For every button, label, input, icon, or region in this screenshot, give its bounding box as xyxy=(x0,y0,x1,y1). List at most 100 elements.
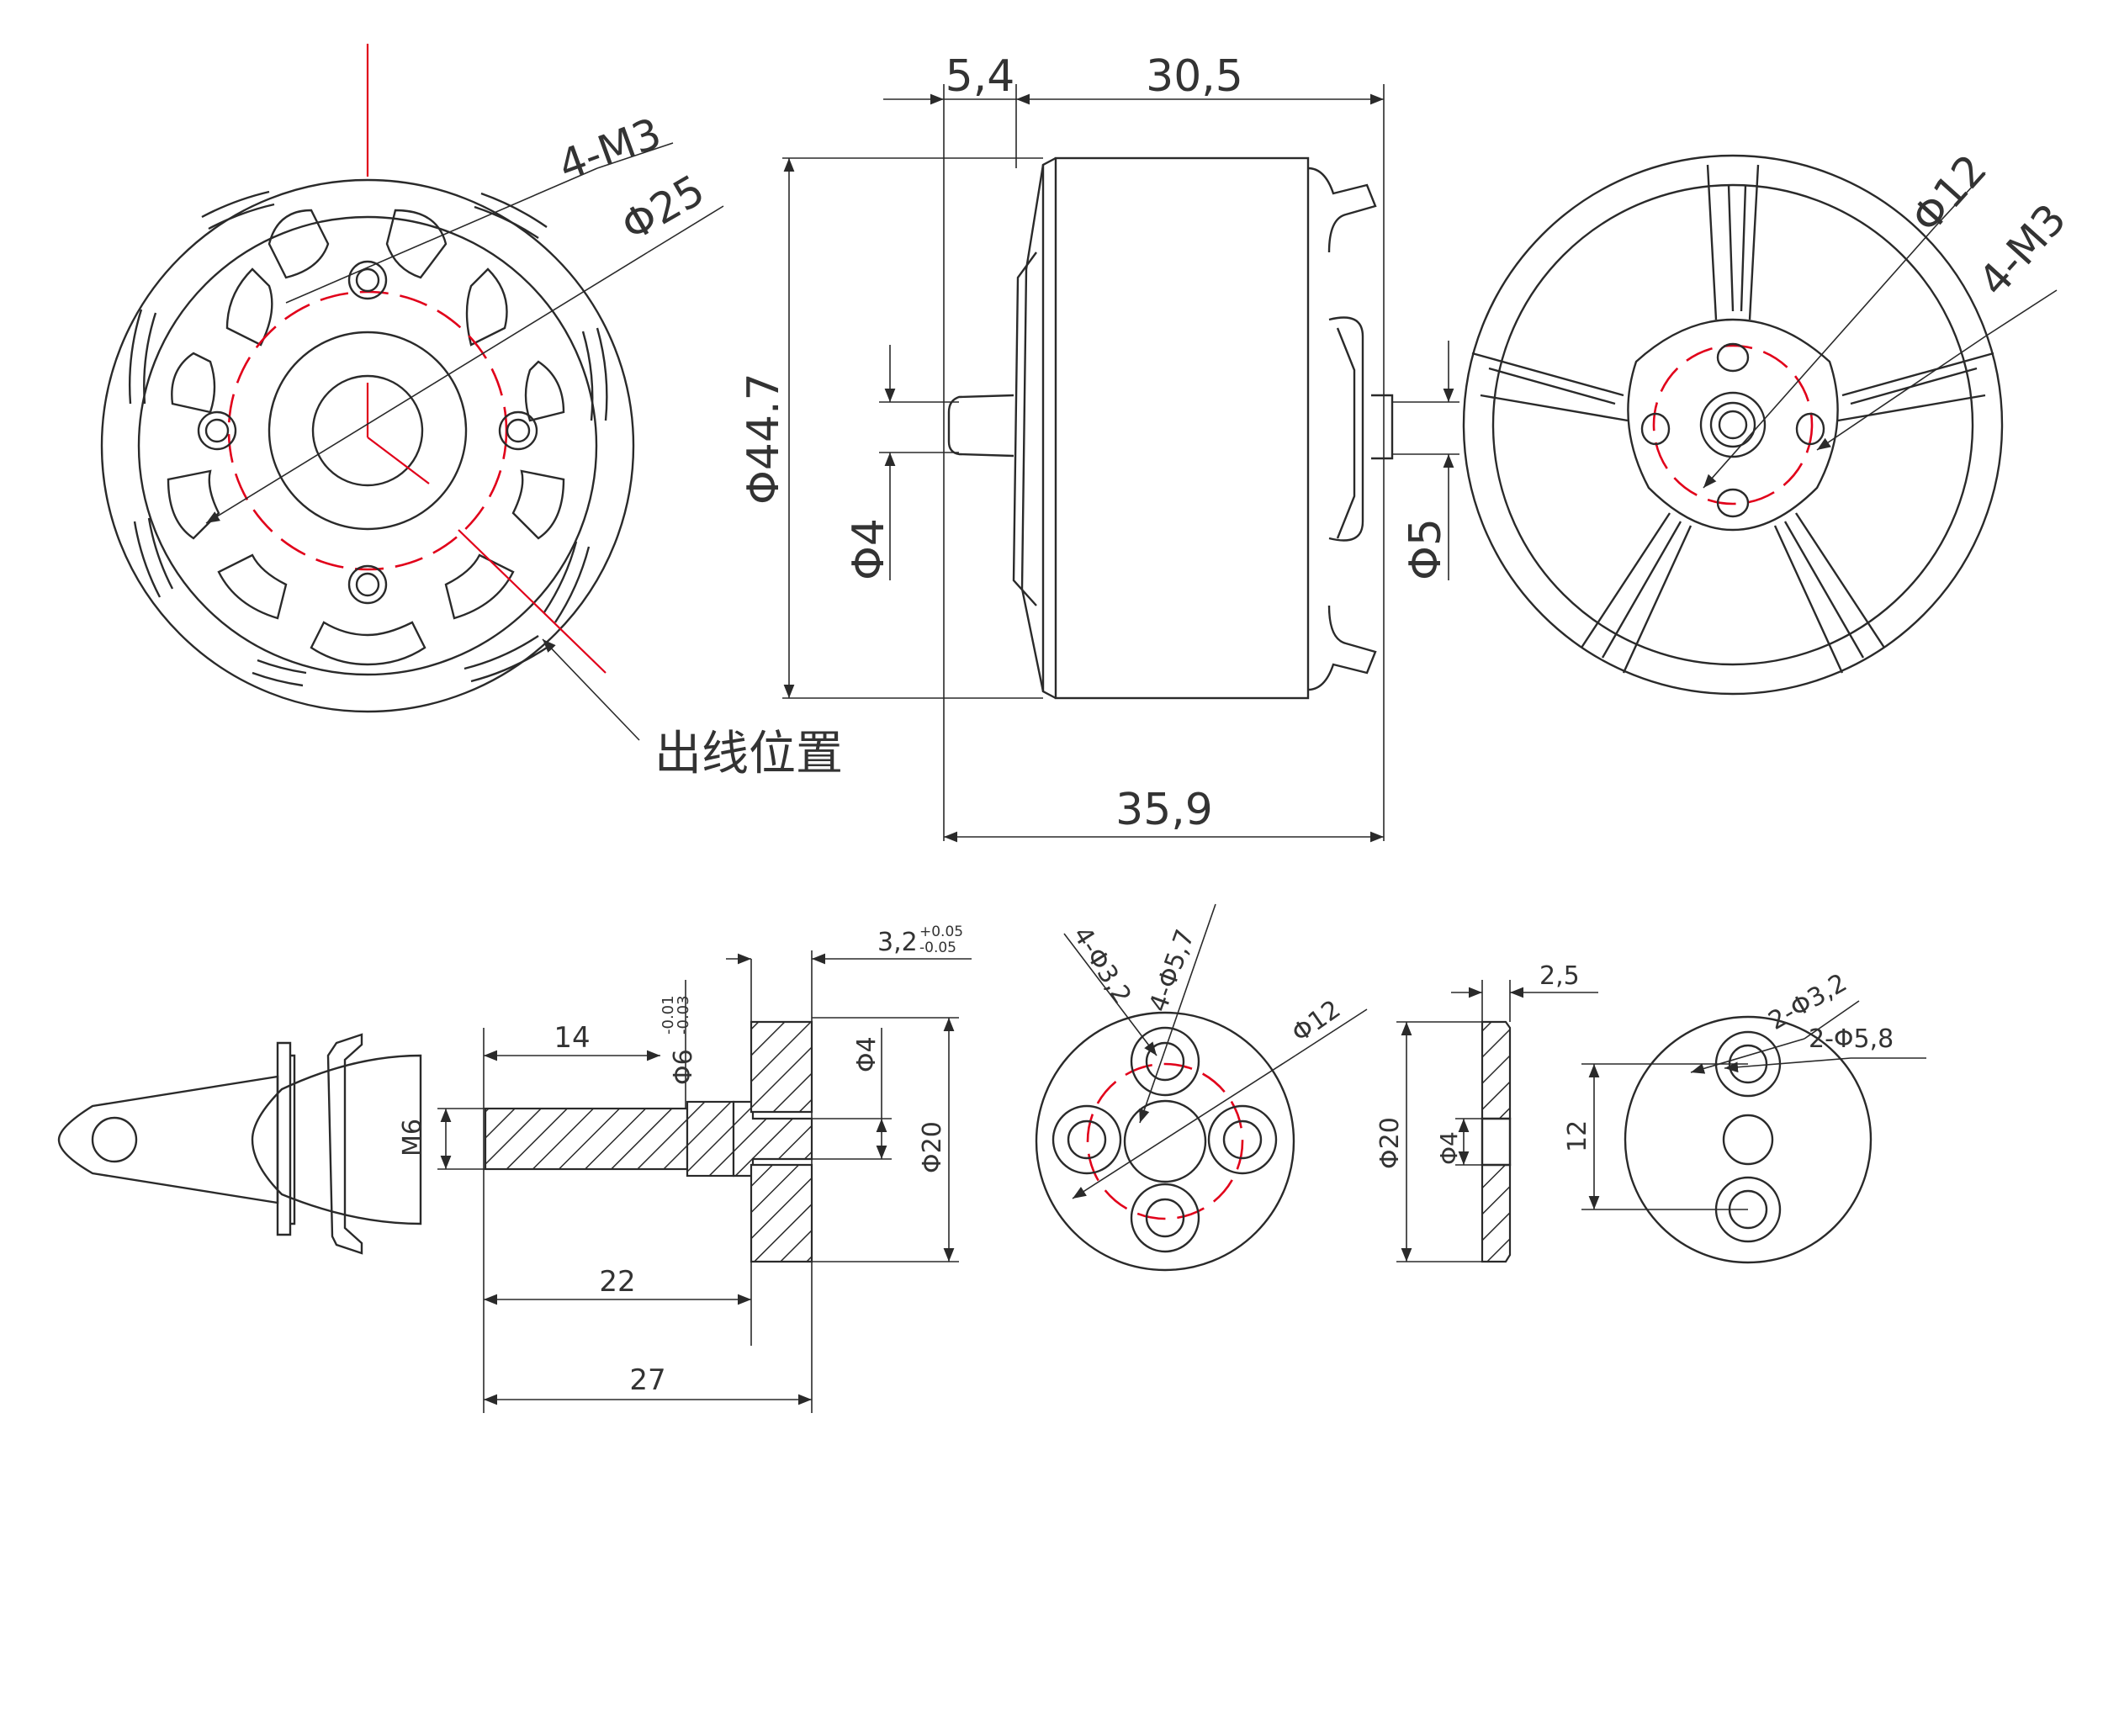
mount-hole xyxy=(347,260,388,300)
overall-length: 35,9 xyxy=(1115,785,1213,835)
small-holes-label: 4-Φ3,2 xyxy=(1067,922,1136,1009)
leader-holes xyxy=(1984,289,2058,337)
rear-bracket xyxy=(1328,316,1364,542)
wire-exit-line xyxy=(458,529,607,674)
leader-large-holes xyxy=(1139,903,1216,1124)
hole-spacing: 12 xyxy=(1563,1120,1592,1152)
prop-adapter: 14 Φ6 -0.01 -0.03 3,2 +0.05 -0.05 M6 Φ4 … xyxy=(398,924,972,1413)
rear-mount xyxy=(1307,605,1377,691)
bell-taper xyxy=(1012,251,1037,606)
adapter-disc xyxy=(1035,1011,1295,1272)
leader-small xyxy=(1804,1000,1860,1040)
spoke-window xyxy=(268,209,330,279)
collar-section xyxy=(686,1100,735,1178)
flange-bottom xyxy=(750,1163,813,1263)
leader-center xyxy=(1934,172,1986,228)
star-spoke xyxy=(1706,164,1760,320)
leader-small-holes xyxy=(1063,933,1157,1056)
washer-face: 12 2-Φ3,2 2-Φ5,8 xyxy=(1563,968,1926,1264)
rear-shaft xyxy=(1371,394,1394,460)
large-holes-label: 2-Φ5,8 xyxy=(1809,1024,1894,1054)
rear-pcd xyxy=(1652,344,1814,505)
rear-hole xyxy=(1716,342,1750,373)
bell-taper xyxy=(1020,164,1045,692)
rear-hub xyxy=(1627,318,1839,532)
collar-diameter: Φ6 xyxy=(669,1049,698,1085)
washer-bore xyxy=(1481,1117,1512,1167)
mount-hole xyxy=(347,564,388,605)
spoke-window xyxy=(444,553,515,620)
rim-slot xyxy=(464,635,548,683)
rim-slot xyxy=(201,190,275,230)
rear-holes-label: 4-M3 xyxy=(1969,194,2076,305)
center-line xyxy=(367,437,430,484)
rear-hole xyxy=(1716,488,1750,518)
mount-hole-inner xyxy=(204,418,230,443)
star-spoke xyxy=(1837,352,1994,422)
leader-wire xyxy=(542,638,640,741)
leader-4m3 xyxy=(596,142,674,169)
front-shaft xyxy=(947,394,1014,458)
spoke-window xyxy=(385,209,448,279)
spoke-window xyxy=(167,469,220,540)
thread-label: M6 xyxy=(398,1119,427,1156)
rear-inner-rim xyxy=(1491,183,1974,666)
adapter-hole-outer xyxy=(1052,1104,1122,1175)
collar-tol-lower: -0.03 xyxy=(675,995,692,1035)
leader-large xyxy=(1724,1057,1851,1073)
cone-washer xyxy=(326,1033,363,1255)
spoke-window xyxy=(225,267,273,347)
bearing-inner xyxy=(1718,410,1748,440)
rim-slot xyxy=(133,517,174,598)
rim-slot xyxy=(252,659,307,687)
rear-shaft-diameter: Φ5 xyxy=(1401,518,1451,580)
mount-hole-inner xyxy=(355,267,380,293)
washer-bore-label: Φ4 xyxy=(1435,1131,1463,1165)
hub-outer xyxy=(268,331,468,531)
washer-top xyxy=(1481,1020,1512,1120)
spoke-window xyxy=(524,360,565,422)
mount-hole-inner xyxy=(506,418,531,443)
washer-disc xyxy=(1624,1015,1873,1264)
flange-offset: 5,4 xyxy=(946,51,1015,102)
adapter-hole-inner xyxy=(1222,1119,1263,1160)
rear-hole xyxy=(1640,412,1671,446)
star-spoke xyxy=(1601,521,1682,659)
bore-label: Φ4 xyxy=(852,1036,882,1072)
rear-view: Φ12 4-M3 xyxy=(1462,146,2076,696)
flange-top xyxy=(750,1020,813,1114)
adapter-center xyxy=(1123,1099,1207,1183)
star-spoke xyxy=(1488,367,1616,405)
leader-holes xyxy=(1816,336,1986,451)
washer-diameter: Φ20 xyxy=(1375,1117,1405,1169)
leader-pcd xyxy=(647,205,724,253)
spoke-window xyxy=(465,267,508,347)
spoke-window xyxy=(511,469,565,540)
pcd-label: Φ25 xyxy=(613,166,712,251)
rear-mount xyxy=(1307,167,1377,253)
diameter-label: Φ44.7 xyxy=(739,373,789,505)
bearing-mid xyxy=(1709,401,1756,448)
mount-hole xyxy=(197,410,237,451)
washer-center-hole xyxy=(1722,1114,1774,1166)
rear-bracket xyxy=(1336,327,1356,539)
star-spoke xyxy=(1471,352,1629,422)
spoke-window xyxy=(310,621,426,666)
mount-hole-inner xyxy=(355,572,380,597)
leader-pcd xyxy=(205,251,649,524)
star-spoke xyxy=(1783,521,1865,659)
bearing-outer xyxy=(1699,391,1767,458)
body-length: 30,5 xyxy=(1146,51,1243,102)
washer-side: 2,5 Φ20 Φ4 xyxy=(1375,961,1598,1263)
rim-slot xyxy=(581,327,608,421)
hub-inner xyxy=(311,374,424,487)
adapter-hole-outer xyxy=(1130,1183,1200,1253)
spinner-body xyxy=(57,1075,279,1204)
prop-parts xyxy=(57,1033,422,1255)
motor-body xyxy=(1054,156,1310,700)
adapter-face: 4-Φ3,2 4-Φ5,7 Φ12 xyxy=(1035,903,1368,1272)
flange-diameter: Φ20 xyxy=(918,1121,947,1173)
shaft-diameter: Φ4 xyxy=(844,518,894,580)
spoke-window xyxy=(217,553,288,620)
